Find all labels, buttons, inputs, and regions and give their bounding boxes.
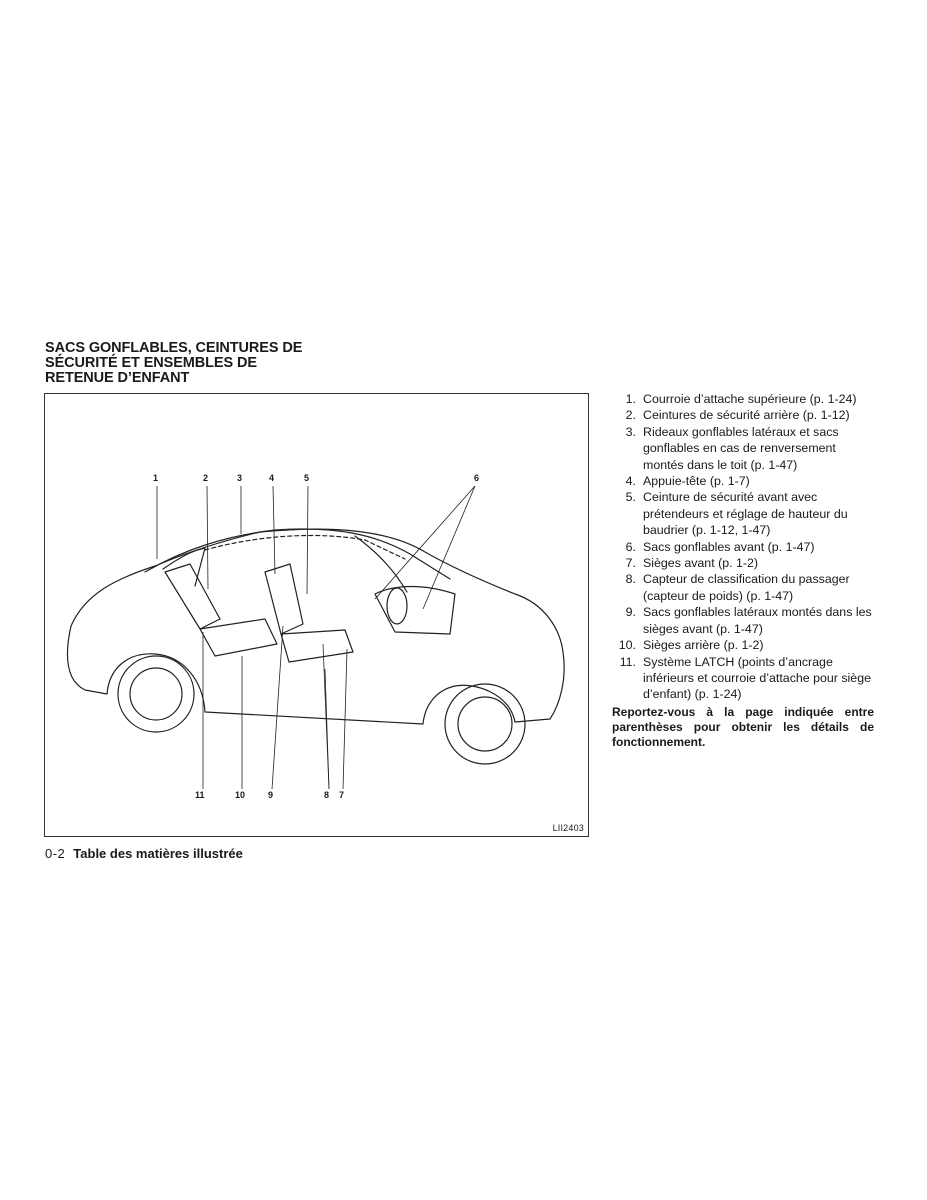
list-item: 7. Sièges avant (p. 1-2) xyxy=(612,555,874,571)
page-number: 0-2 xyxy=(45,846,66,861)
list-item-number: 2. xyxy=(625,408,636,423)
list-item-number: 6. xyxy=(625,539,636,554)
list-item-number: 11. xyxy=(619,654,636,669)
list-item-number: 3. xyxy=(625,424,636,439)
callout-11: 11 xyxy=(195,790,205,800)
list-item-text: Sièges avant (p. 1-2) xyxy=(643,556,759,571)
callout-7: 7 xyxy=(339,790,345,800)
callout-4: 4 xyxy=(269,473,275,483)
callout-3: 3 xyxy=(237,473,243,483)
footer-title: Table des matières illustrée xyxy=(73,846,243,861)
steering-wheel xyxy=(386,587,408,625)
rear-seat-back xyxy=(164,563,221,630)
car-cutaway-drawing xyxy=(66,485,565,790)
list-item-text: Courroie d’attache supérieure (p. 1-24) xyxy=(643,392,857,406)
car-body-outline xyxy=(66,528,565,725)
list-item: 1. Courroie d’attache supérieure (p. 1-24… xyxy=(612,391,874,407)
page-footer: 0-2 Table des matières illustrée xyxy=(45,846,243,862)
section-title-line-2: SÉCURITÉ ET ENSEMBLES DE xyxy=(45,355,257,371)
reference-note: Reportez-vous à la page indiquée entre p… xyxy=(612,705,874,749)
list-item-text: Rideaux gonflables latéraux et sacs gonf… xyxy=(643,424,839,472)
list-item-text: Sacs gonflables latéraux montés dans les… xyxy=(643,605,872,636)
list-item-number: 5. xyxy=(625,490,636,505)
list-item-number: 8. xyxy=(625,572,636,587)
rear-seat-cushion xyxy=(199,618,278,657)
section-title: SACS GONFLABLES, CEINTURES DE SÉCURITÉ E… xyxy=(45,341,345,386)
list-item: 10. Sièges arrière (p. 1-2) xyxy=(612,637,874,653)
list-item-text: Ceinture de sécurité avant avec prétende… xyxy=(643,490,848,538)
list-item-text: Ceintures de sécurité arrière (p. 1-12) xyxy=(643,408,850,423)
list-item-number: 9. xyxy=(625,605,636,620)
car-restraints-illustration: 1 2 3 4 5 6 11 10 9 8 7 LII2403 xyxy=(44,393,589,837)
list-item: 8. Capteur de classification du passager … xyxy=(612,571,874,604)
list-item: 5. Ceinture de sécurité avant avec préten… xyxy=(612,489,874,538)
car-rear-window xyxy=(162,547,206,587)
list-item: 2. Ceintures de sécurité arrière (p. 1-12… xyxy=(612,407,874,423)
list-item-number: 7. xyxy=(625,556,636,571)
callout-5: 5 xyxy=(304,473,310,483)
callout-9: 9 xyxy=(268,790,274,800)
list-item-text: Système LATCH (points d’ancrage inférieu… xyxy=(643,654,871,702)
component-list: 1. Courroie d’attache supérieure (p. 1-24… xyxy=(612,391,874,703)
list-item-text: Capteur de classification du passager (c… xyxy=(643,572,850,603)
curtain-airbag-dashed xyxy=(204,534,406,560)
list-item-number: 10. xyxy=(618,638,636,653)
list-item: 4. Appuie-tête (p. 1-7) xyxy=(612,473,874,489)
list-item: 11. Système LATCH (points d’ancrage infér… xyxy=(612,654,874,703)
front-seat-back xyxy=(264,563,304,635)
dashboard xyxy=(374,585,456,635)
callout-10: 10 xyxy=(235,790,246,800)
car-windshield xyxy=(354,535,408,593)
front-wheel-rim xyxy=(457,696,513,752)
list-item: 3. Rideaux gonflables latéraux et sacs go… xyxy=(612,424,874,473)
callout-1: 1 xyxy=(153,473,159,483)
list-item-number: 4. xyxy=(625,474,636,489)
callout-2: 2 xyxy=(203,473,209,483)
callout-6: 6 xyxy=(474,473,480,483)
front-seat-cushion xyxy=(280,629,354,663)
rear-wheel xyxy=(117,655,195,733)
list-item: 6. Sacs gonflables avant (p. 1-47) xyxy=(612,539,874,555)
list-item: 9. Sacs gonflables latéraux montés dans l… xyxy=(612,604,874,637)
section-title-line-1: SACS GONFLABLES, CEINTURES DE xyxy=(45,340,303,356)
section-title-line-3: RETENUE D’ENFANT xyxy=(45,370,190,386)
figure-code: LII2403 xyxy=(552,823,584,833)
list-item-text: Sièges arrière (p. 1-2) xyxy=(643,638,764,653)
callout-8: 8 xyxy=(324,790,330,800)
front-wheel xyxy=(444,683,526,765)
list-item-number: 1. xyxy=(625,392,636,406)
list-item-text: Appuie-tête (p. 1-7) xyxy=(643,474,750,489)
car-roof-line xyxy=(144,528,451,580)
list-item-text: Sacs gonflables avant (p. 1-47) xyxy=(643,539,815,554)
rear-wheel-rim xyxy=(129,667,183,721)
